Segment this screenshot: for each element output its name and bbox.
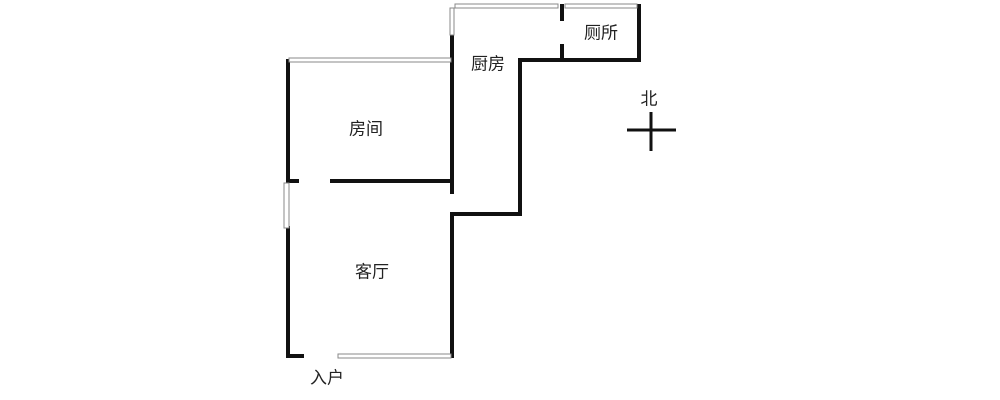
window-kitchen-west [449,7,455,36]
window-bedroom-north [288,57,452,63]
compass-north-label: 北 [640,89,658,110]
room-label-living-room: 客厅 [355,262,389,283]
room-label-toilet: 厕所 [584,23,618,44]
window-kitchen-north [454,3,559,9]
compass-cross [627,112,676,151]
window-living-west [283,182,290,229]
window-toilet-north [564,3,638,9]
room-label-bedroom: 房间 [349,119,383,140]
room-label-kitchen: 厨房 [471,54,505,75]
window-living-south [337,353,452,359]
entrance-label: 入户 [310,368,344,389]
